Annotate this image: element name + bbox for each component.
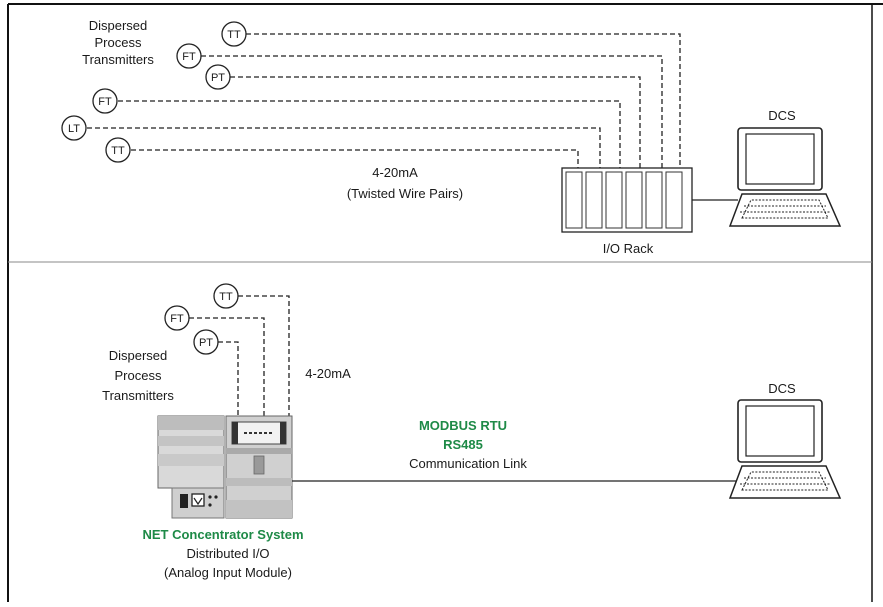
link-label-protocol: MODBUS RTU [419,418,507,433]
top-dcs-label: DCS [768,108,796,123]
instrument-tag: FT [170,313,184,325]
instrument-tt-1: TT [221,21,247,47]
instrument-ft-2: FT [92,88,118,114]
instrument-pt-3: PT [193,329,219,355]
instrument-bubble-icon [92,88,118,114]
wire-ft-3 [189,317,265,416]
wire-tt-3 [238,295,290,416]
bottom-signal-label: 4-20mA [305,366,351,381]
top-signal-label-line1: 4-20mA [372,165,418,180]
bottom-wiring [189,295,290,416]
instrument-bubble-icon [213,283,239,309]
bottom-group-label-line2: Process [115,368,162,383]
instrument-tt-2: TT [105,137,131,163]
instrument-tt-3: TT [213,283,239,309]
wire-tt-1 [246,33,681,168]
instrument-lt-1: LT [61,115,87,141]
top-group-label: Dispersed Process Transmitters [82,18,154,67]
top-dcs-computer-icon [728,127,842,227]
net-concentrator-icon [157,415,293,519]
instrument-ft-3: FT [164,305,190,331]
instrument-bubble-icon [105,137,131,163]
instrument-bubble-icon [61,115,87,141]
instrument-tag: TT [219,291,233,303]
instrument-bubble-icon [221,21,247,47]
instrument-tag: PT [199,337,213,349]
wire-tt-2 [131,149,579,168]
top-group-label-line3: Transmitters [82,52,154,67]
wire-ft-2 [118,100,621,168]
wire-pt-1 [230,76,641,168]
bottom-group-label-line3: Transmitters [102,388,174,403]
io-rack-icon [561,167,693,233]
system-label-title: NET Concentrator System [142,527,303,542]
link-label-standard: RS485 [443,437,483,452]
instrument-pt-1: PT [205,64,231,90]
instrument-tag: FT [98,96,112,108]
bottom-dcs-computer-icon [728,399,842,499]
instrument-bubble-icon [193,329,219,355]
instrument-ft-1: FT [176,43,202,69]
top-signal-label-line2: (Twisted Wire Pairs) [347,186,463,201]
bottom-group-label: Dispersed Process Transmitters [102,348,174,403]
top-group-label-line1: Dispersed [89,18,148,33]
link-label-description: Communication Link [409,456,527,471]
instrument-tag: TT [227,29,241,41]
instrument-tag: FT [182,51,196,63]
system-label-subtitle: Distributed I/O [186,546,269,561]
instrument-tag: PT [211,72,225,84]
io-rack-label: I/O Rack [603,241,654,256]
bottom-dcs-label: DCS [768,381,796,396]
top-wiring [87,33,681,168]
instrument-tag: LT [68,123,80,135]
instrument-bubble-icon [205,64,231,90]
top-group-label-line2: Process [95,35,142,50]
wire-ft-1 [201,55,663,168]
instrument-tag: TT [111,145,125,157]
bottom-group-label-line1: Dispersed [109,348,168,363]
wire-pt-3 [218,341,239,416]
system-label-module: (Analog Input Module) [164,565,292,580]
wire-lt-1 [87,127,601,168]
instrument-bubble-icon [176,43,202,69]
instrument-bubble-icon [164,305,190,331]
